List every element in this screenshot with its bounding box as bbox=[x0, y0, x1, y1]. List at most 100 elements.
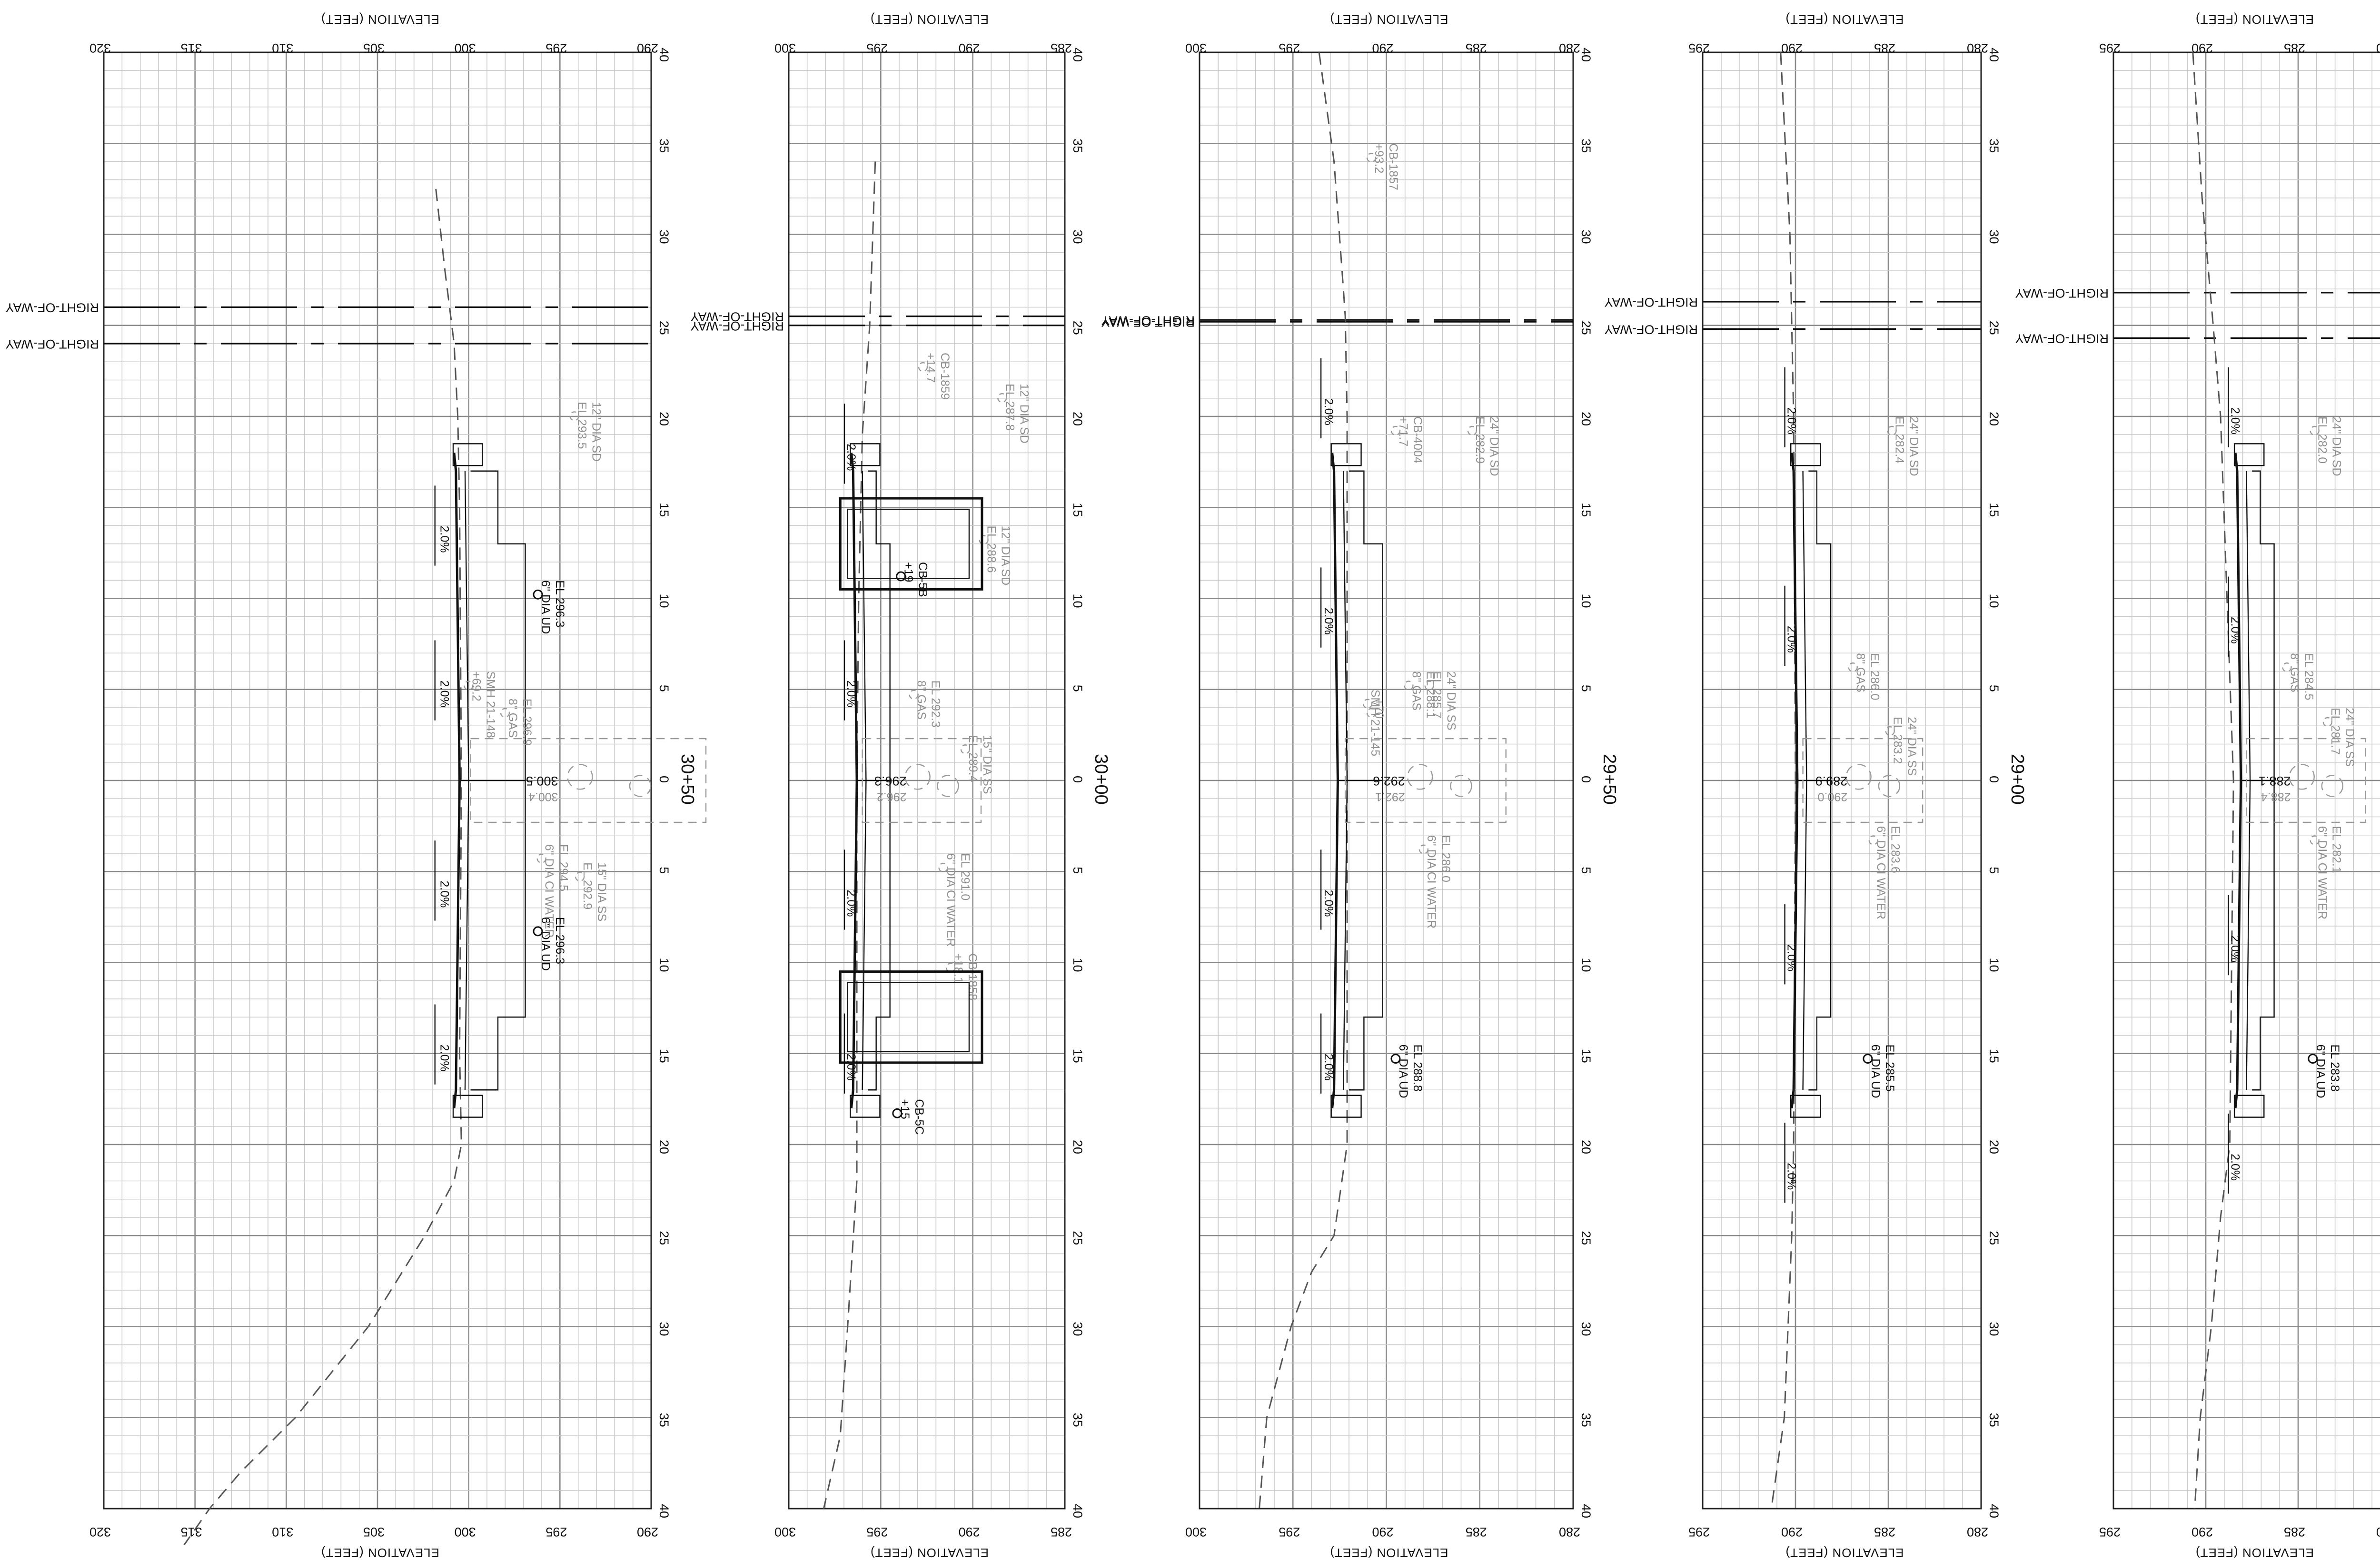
slope-label: 2.0% bbox=[1322, 890, 1335, 917]
existing-elevation: 300.4 bbox=[528, 790, 558, 803]
elevation-tick-top: 285 bbox=[2284, 41, 2305, 55]
offset-tick: 40 bbox=[1579, 48, 1593, 62]
offset-tick: 15 bbox=[657, 503, 671, 517]
existing-utility-label: EL 282.4 bbox=[1893, 416, 1906, 464]
slope-label: 2.0% bbox=[2228, 935, 2241, 962]
elevation-tick-top: 300 bbox=[455, 41, 476, 55]
catch-basin-cb-5b bbox=[839, 497, 983, 591]
cross-sections: 3203203153153103103053053003002952952902… bbox=[6, 12, 2380, 1560]
axis-title-bottom: ELEVATION (FEET) bbox=[870, 1546, 989, 1560]
curb-bottom bbox=[452, 1095, 483, 1118]
slope-label: 2.0% bbox=[844, 890, 858, 917]
offset-tick: 5 bbox=[1071, 867, 1085, 874]
elevation-tick-bottom: 285 bbox=[1874, 1525, 1895, 1539]
existing-manhole-outline bbox=[1344, 738, 1507, 823]
slope-label: 2.0% bbox=[1322, 1054, 1335, 1081]
existing-pipe-symbol bbox=[536, 853, 546, 864]
elevation-tick-top: 295 bbox=[1279, 41, 1300, 55]
existing-ground-line bbox=[183, 188, 462, 1546]
existing-utility-label: 15" DIA SS bbox=[981, 735, 994, 794]
elevation-tick-bottom: 290 bbox=[1781, 1525, 1803, 1539]
catch-basin-cb-5c-inner bbox=[847, 982, 970, 1053]
elevation-tick-top: 295 bbox=[866, 41, 888, 55]
existing-utility-label: EL 286.0 bbox=[1868, 653, 1882, 700]
station-label: 29+50 bbox=[1599, 754, 1619, 805]
right-of-way-bottom-label: RIGHT-OF-WAY bbox=[6, 301, 99, 315]
grid-frame bbox=[788, 51, 1066, 1510]
existing-utility-label: 8" GAS bbox=[506, 699, 519, 738]
offset-tick: 30 bbox=[657, 230, 671, 244]
offset-tick: 10 bbox=[1071, 594, 1085, 608]
elevation-tick-bottom: 295 bbox=[866, 1525, 888, 1539]
curb-top bbox=[1790, 443, 1821, 466]
existing-manhole-outline bbox=[862, 738, 982, 823]
curb-bottom bbox=[2233, 1095, 2265, 1118]
offset-tick: 40 bbox=[1987, 1504, 2001, 1518]
existing-pipe-symbol bbox=[1885, 726, 1895, 736]
grid-frame bbox=[2112, 51, 2380, 1510]
offset-tick: 40 bbox=[1071, 48, 1085, 62]
existing-utility-label: EL 288.1 bbox=[1424, 671, 1437, 719]
underdrain-pipe-symbol bbox=[1863, 1054, 1873, 1064]
offset-tick: 20 bbox=[1579, 412, 1593, 426]
proposed-roadway bbox=[850, 443, 891, 1118]
existing-utility-label: 6" DIA CI WATER bbox=[2316, 826, 2329, 919]
curb-bottom bbox=[1790, 1095, 1821, 1118]
slope-label: 2.0% bbox=[1322, 398, 1335, 425]
existing-utility-label: 6" DIA CI WATER bbox=[1425, 835, 1438, 928]
offset-tick: 5 bbox=[657, 685, 671, 692]
offset-tick: 25 bbox=[1579, 1231, 1593, 1245]
elevation-tick-bottom: 300 bbox=[1185, 1525, 1207, 1539]
slope-label: 2.0% bbox=[2228, 1154, 2241, 1181]
elevation-tick-top: 285 bbox=[1051, 41, 1072, 55]
elevation-tick-bottom: 305 bbox=[363, 1525, 385, 1539]
right-of-way-bottom-label: RIGHT-OF-WAY bbox=[1101, 315, 1195, 329]
existing-pipe-section bbox=[904, 764, 931, 790]
offset-tick: 0 bbox=[657, 776, 671, 783]
station-label: 30+50 bbox=[677, 754, 697, 805]
proposed-roadway bbox=[1330, 443, 1383, 1118]
existing-utility-label: 12" DIA SD bbox=[590, 402, 603, 462]
grid-frame bbox=[103, 51, 652, 1510]
offset-tick: 30 bbox=[1071, 1322, 1085, 1336]
proposed-roadway bbox=[1790, 443, 1832, 1118]
axis-title-top: ELEVATION (FEET) bbox=[870, 12, 989, 27]
existing-elevation: 290.0 bbox=[1818, 790, 1848, 803]
offset-tick: 15 bbox=[1071, 1049, 1085, 1063]
elevation-tick-bottom: 290 bbox=[959, 1525, 980, 1539]
offset-tick: 15 bbox=[1579, 503, 1593, 517]
existing-pipe-symbol bbox=[1366, 153, 1377, 163]
elevation-tick-bottom: 295 bbox=[1688, 1525, 1710, 1539]
offset-tick: 5 bbox=[1579, 685, 1593, 692]
existing-utility-label: EL 282.0 bbox=[2316, 416, 2329, 464]
slope-label: 2.0% bbox=[2228, 617, 2241, 644]
existing-pipe-section bbox=[1450, 775, 1472, 797]
existing-pipe-section bbox=[937, 775, 959, 797]
offset-tick: 25 bbox=[657, 321, 671, 335]
existing-utility-label: EL 283.6 bbox=[1889, 826, 1902, 873]
slope-label: 2.0% bbox=[1322, 608, 1335, 635]
elevation-tick-bottom: 280 bbox=[2376, 1525, 2380, 1539]
section-29-50: 300300295295290290285285280280ELEVATION … bbox=[1101, 12, 1619, 1560]
offset-tick: 35 bbox=[1579, 1413, 1593, 1427]
elevation-tick-bottom: 315 bbox=[181, 1525, 202, 1539]
axis-title-bottom: ELEVATION (FEET) bbox=[2195, 1546, 2314, 1560]
existing-pipe-symbol bbox=[1887, 425, 1897, 436]
station-label: 29+00 bbox=[2007, 754, 2027, 805]
elevation-tick-bottom: 295 bbox=[1279, 1525, 1300, 1539]
proposed-roadway bbox=[452, 443, 526, 1118]
elevation-tick-top: 280 bbox=[1559, 41, 1580, 55]
slope-label: 2.0% bbox=[1785, 1163, 1798, 1190]
proposed-utility-label: 6" DIA UD bbox=[2314, 1045, 2327, 1098]
existing-pipe-symbol bbox=[575, 871, 585, 882]
existing-pipe-symbol bbox=[500, 708, 510, 718]
elevation-tick-top: 295 bbox=[545, 41, 567, 55]
existing-utility-label: 12" DIA SD bbox=[1017, 384, 1031, 444]
slope-label: 2.0% bbox=[437, 526, 451, 553]
curb-bottom bbox=[1330, 1095, 1362, 1118]
existing-utility-label: +93.2 bbox=[1372, 143, 1386, 173]
slope-label: 2.0% bbox=[844, 1054, 858, 1081]
proposed-utility-label: EL 285.5 bbox=[1883, 1045, 1896, 1092]
right-of-way-top-label: RIGHT-OF-WAY bbox=[1605, 295, 1698, 309]
existing-utility-label: 6" DIA CI WATER bbox=[543, 844, 556, 938]
